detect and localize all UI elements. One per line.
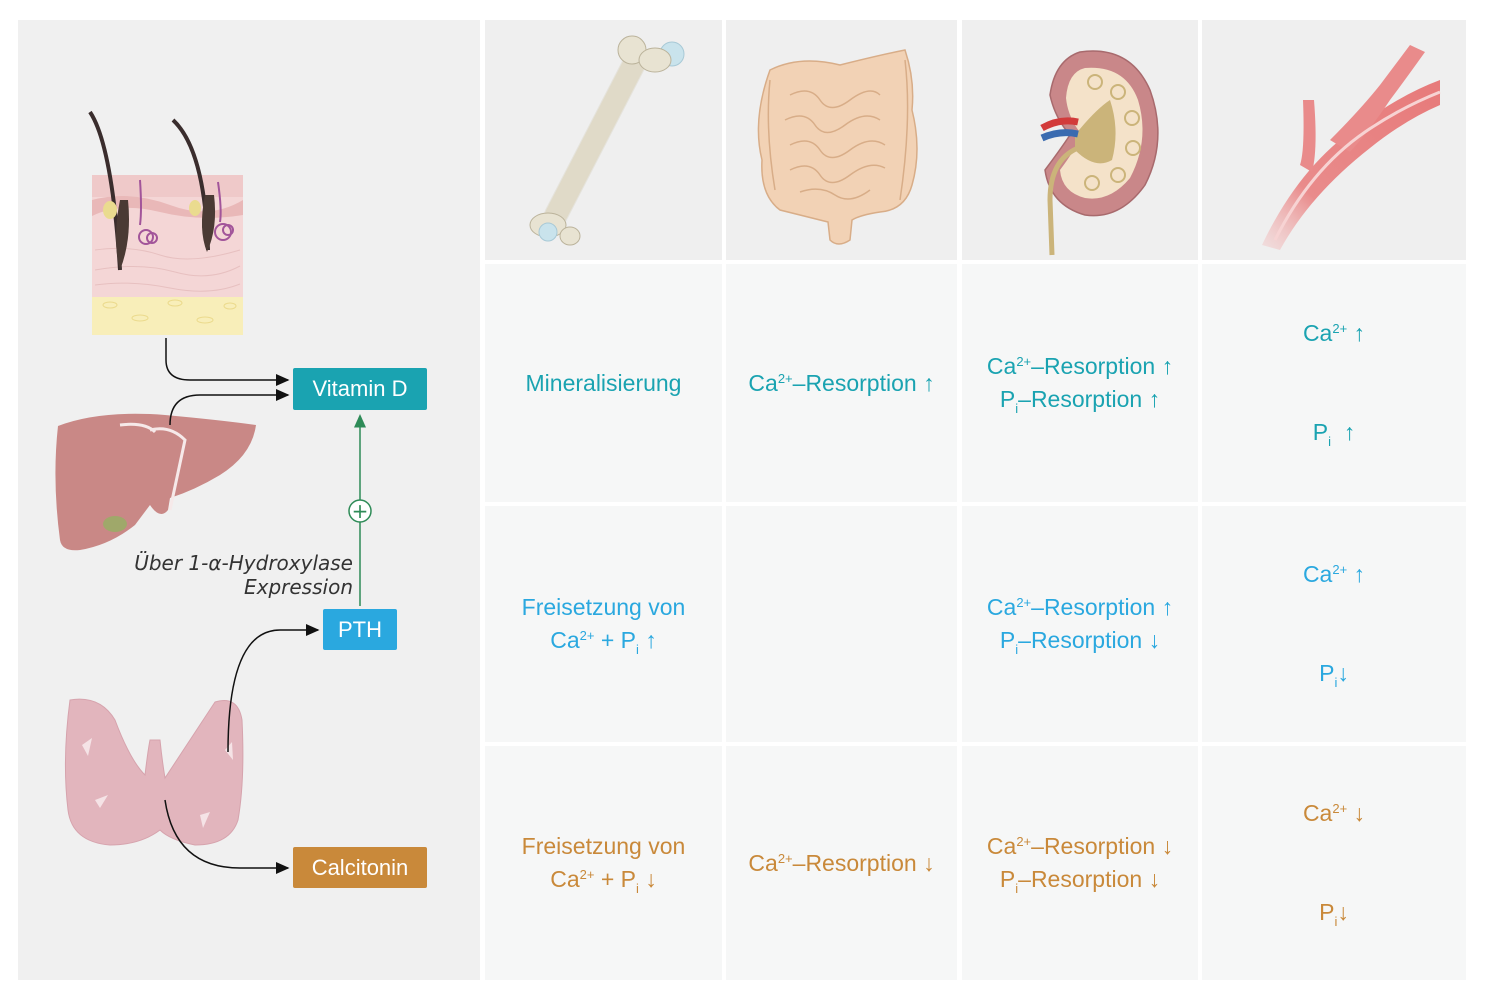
thyroid-to-calcitonin-arrow [164, 799, 290, 874]
calc-blood-text: Ca2+ ↓ Pi↓ [1302, 800, 1366, 929]
skin-icon [88, 110, 243, 335]
vitd-intestine-cell: Ca2+–Resorption ↑ [726, 264, 957, 502]
calc-kidney-cell: Ca2+–Resorption ↓ Pi–Resorption ↓ [962, 746, 1198, 980]
vitd-blood-cell: Ca2+ ↑ Pi ↑ [1202, 264, 1466, 502]
blood-vessel-icon [1262, 45, 1441, 250]
vitd-blood-text: Ca2+ ↑ Pi ↑ [1302, 320, 1366, 449]
vitd-kidney-text: Ca2+–Resorption ↑ Pi–Resorption ↑ [986, 353, 1174, 416]
pth-blood-cell: Ca2+ ↑ Pi↓ [1202, 506, 1466, 742]
liver-to-vitd-arrow [169, 389, 290, 426]
liver-icon [55, 413, 256, 551]
intestine-icon [757, 49, 918, 245]
calc-intestine-text: Ca2+–Resorption ↓ [748, 849, 935, 876]
pth-intestine-cell [726, 506, 957, 742]
vitamin-d-box: Vitamin D [293, 368, 427, 410]
vitd-intestine-text: Ca2+–Resorption ↑ [748, 369, 935, 396]
stimulation-plus: + [351, 499, 369, 523]
thyroid-to-pth-arrow [227, 624, 320, 753]
pth-kidney-text: Ca2+–Resorption ↑ Pi–Resorption ↓ [986, 594, 1174, 657]
calc-bone-text: Freisetzung von Ca2+ + Pi ↓ [521, 833, 686, 896]
pth-kidney-cell: Ca2+–Resorption ↑ Pi–Resorption ↓ [962, 506, 1198, 742]
stimulation-circle [348, 499, 372, 523]
pth-bone-cell: Freisetzung von Ca2+ + Pi ↑ [485, 506, 722, 742]
calc-blood-cell: Ca2+ ↓ Pi↓ [1202, 746, 1466, 980]
bone-icon [529, 35, 685, 246]
hydroxylase-annotation: Über 1-α-Hydroxylase Expression [134, 551, 353, 599]
skin-to-vitd-arrow [165, 338, 290, 386]
kidney-icon [1040, 50, 1159, 256]
calc-bone-cell: Freisetzung von Ca2+ + Pi ↓ [485, 746, 722, 980]
thyroid-icon [64, 698, 244, 846]
vitd-bone-cell: Mineralisierung [485, 264, 722, 502]
vitd-kidney-cell: Ca2+–Resorption ↑ Pi–Resorption ↑ [962, 264, 1198, 502]
calc-kidney-text: Ca2+–Resorption ↓ Pi–Resorption ↓ [986, 833, 1174, 896]
pth-blood-text: Ca2+ ↑ Pi↓ [1302, 561, 1366, 690]
vitd-bone-text: Mineralisierung [525, 369, 682, 396]
calc-intestine-cell: Ca2+–Resorption ↓ [726, 746, 957, 980]
pth-bone-text: Freisetzung von Ca2+ + Pi ↑ [521, 594, 686, 657]
pth-box: PTH [323, 609, 397, 650]
calcitonin-box: Calcitonin [293, 847, 427, 888]
